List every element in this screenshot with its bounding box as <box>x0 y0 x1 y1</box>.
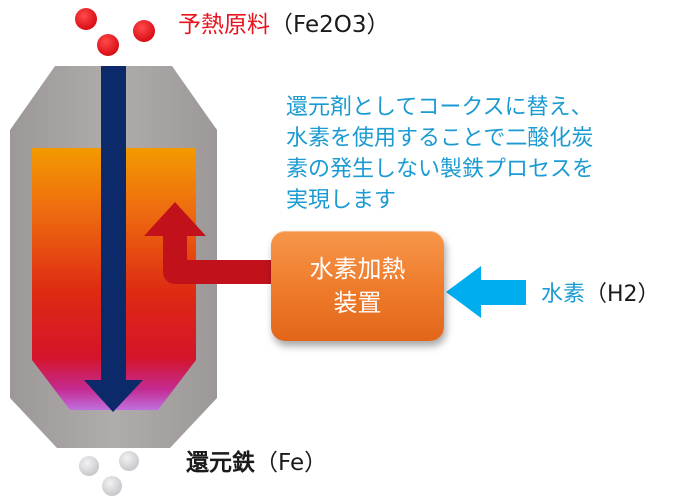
hydrogen-label: 水素（H2） <box>541 279 660 311</box>
product-dot <box>102 476 122 496</box>
feed-dot <box>75 8 97 30</box>
product-dot <box>79 456 99 476</box>
description-line: 実現します <box>286 188 397 213</box>
feed-material-label: 予熱原料（Fe2O3） <box>178 8 390 42</box>
heater-label-line: 水素加熱 <box>309 255 406 283</box>
feed-dot <box>133 20 155 42</box>
material-flow-arrow <box>84 66 143 412</box>
product-name: 還元鉄 <box>186 450 255 476</box>
product-formula: （Fe） <box>255 450 328 476</box>
description-line: 素の発生しない製鉄プロセスを <box>286 157 595 182</box>
feed-dot <box>97 34 119 56</box>
hydrogen-formula: （H2） <box>585 282 660 307</box>
hydrogen-heater-box: 水素加熱 装置 <box>271 231 444 341</box>
product-dot <box>119 451 139 471</box>
process-description: 還元剤としてコークスに替え、 水素を使用することで二酸化炭 素の発生しない製鉄プ… <box>286 92 676 216</box>
hydrogen-name: 水素 <box>541 282 586 307</box>
heater-label-line: 装置 <box>333 289 382 317</box>
hydrogen-input-arrow <box>446 266 526 318</box>
description-line: 水素を使用することで二酸化炭 <box>286 126 594 151</box>
feed-material-formula: （Fe2O3） <box>270 12 390 38</box>
product-label: 還元鉄（Fe） <box>186 446 327 480</box>
description-line: 還元剤としてコークスに替え、 <box>286 95 593 120</box>
hot-gas-arrow <box>144 202 271 284</box>
feed-material-name: 予熱原料 <box>178 12 270 38</box>
